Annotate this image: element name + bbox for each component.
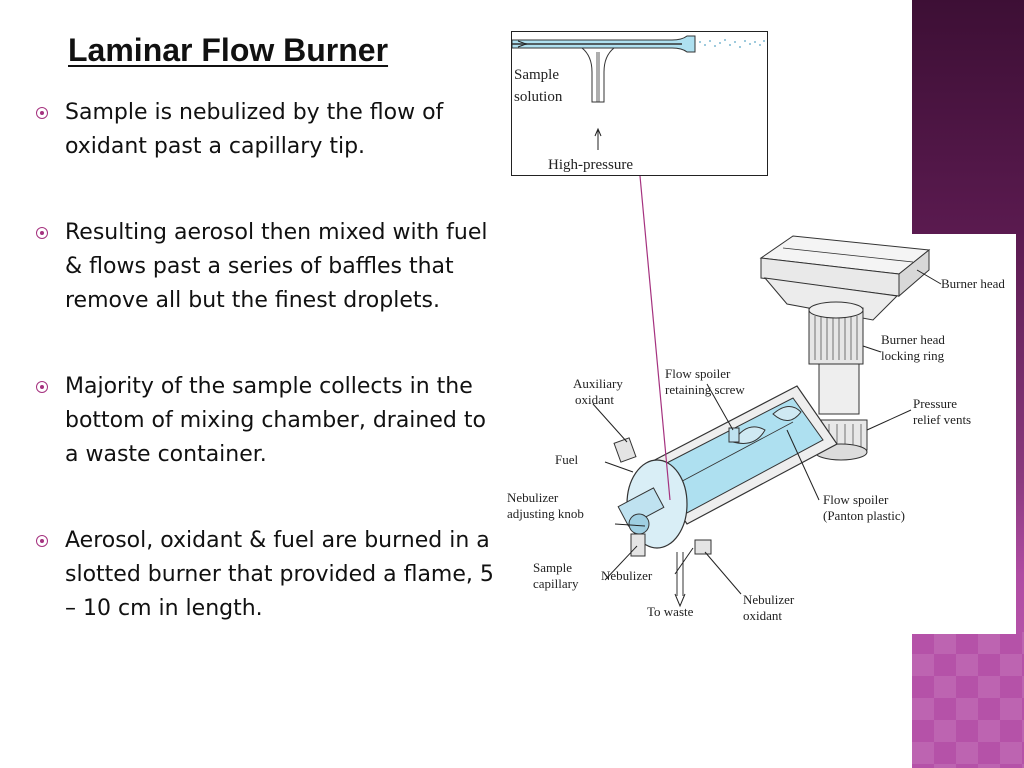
bullet-text: Majority of the sample collects in the b… (65, 374, 486, 467)
bullet-text: Sample is nebulized by the flow of oxida… (65, 100, 444, 159)
bullet-list: Sample is nebulized by the flow of oxida… (36, 96, 496, 626)
bullet-text: Aerosol, oxidant & fuel are burned in a … (65, 528, 494, 621)
nebulizer-oxidant-label-2: oxidant (743, 608, 782, 623)
burner-diagram: Burner head Burner head locking ring Pre… (497, 234, 1016, 634)
nebulizer-oxidant-label: Nebulizer (743, 592, 795, 607)
sample-solution-label: Sample (514, 67, 559, 83)
high-pressure-label: High-pressure (548, 157, 633, 173)
nebulizer-detail-drawing: Sample solution High-pressure (511, 35, 765, 173)
pressure-relief-label-2: relief vents (913, 412, 971, 427)
burner-head-label: Burner head (941, 276, 1005, 291)
flow-spoiler-label-2: (Panton plastic) (823, 508, 905, 523)
burner-diagram-drawing: Burner head Burner head locking ring Pre… (507, 235, 1005, 623)
bullet-item: Sample is nebulized by the flow of oxida… (36, 96, 496, 164)
bullet-item: Resulting aerosol then mixed with fuel &… (36, 216, 496, 318)
nebulizer-knob-label: Nebulizer (507, 490, 559, 505)
bullet-item: Majority of the sample collects in the b… (36, 370, 496, 472)
bullet-circle-icon (36, 535, 48, 547)
nebulizer-label: Nebulizer (601, 568, 653, 583)
sample-solution-label-2: solution (514, 89, 563, 105)
spoiler-screw-label-2: retaining screw (665, 382, 745, 397)
sample-capillary-label: Sample (533, 560, 572, 575)
locking-ring-label-2: locking ring (881, 348, 945, 363)
auxiliary-oxidant-label-2: oxidant (575, 392, 614, 407)
bullet-item: Aerosol, oxidant & fuel are burned in a … (36, 524, 496, 626)
slide-title: Laminar Flow Burner (68, 32, 389, 68)
bullet-circle-icon (36, 381, 48, 393)
bullet-circle-icon (36, 227, 48, 239)
bullet-text: Resulting aerosol then mixed with fuel &… (65, 220, 488, 313)
auxiliary-oxidant-label: Auxiliary (573, 376, 623, 391)
nebulizer-knob-label-2: adjusting knob (507, 506, 584, 521)
to-waste-label: To waste (647, 604, 694, 619)
fuel-label: Fuel (555, 452, 579, 467)
sample-capillary-label-2: capillary (533, 576, 579, 591)
nebulizer-detail-figure: Sample solution High-pressure (511, 31, 768, 176)
pressure-relief-label: Pressure (913, 396, 957, 411)
flow-spoiler-label: Flow spoiler (823, 492, 889, 507)
spoiler-screw-label: Flow spoiler (665, 366, 731, 381)
bullet-circle-icon (36, 107, 48, 119)
diamond-pattern (912, 632, 1024, 768)
locking-ring-label: Burner head (881, 332, 945, 347)
